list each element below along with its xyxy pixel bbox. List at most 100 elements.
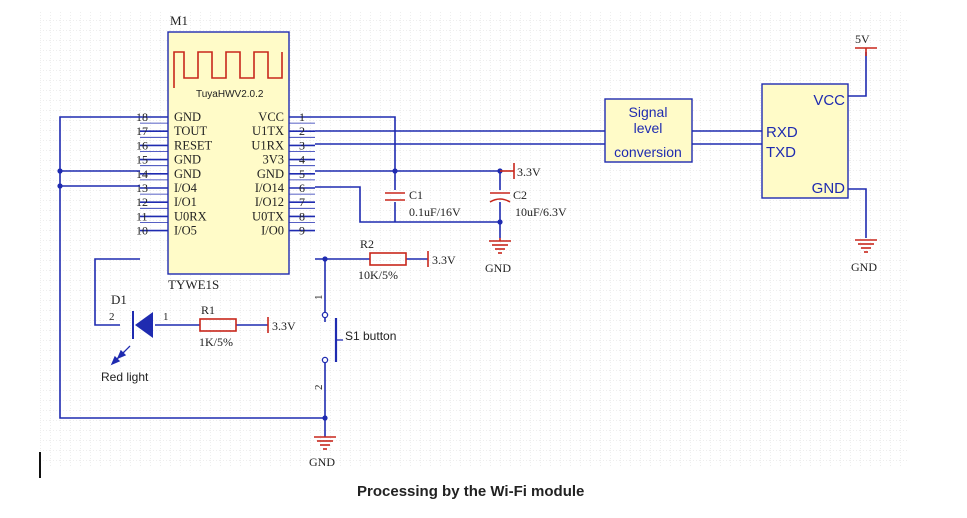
gnd-label: GND [309, 455, 335, 469]
wire-gnd-pin5 [315, 186, 500, 223]
module-designator: M1 [170, 13, 188, 28]
junction-dot [57, 183, 63, 189]
led-pin-a: 2 [109, 311, 115, 323]
module-pin-right: 9 I/O0 [261, 222, 315, 238]
pin-name: 3V3 [262, 153, 284, 167]
button-s1: 1 S1 button 2 [313, 295, 396, 391]
power-3v3-r1: 3.3V [267, 317, 296, 333]
gnd-button: GND [309, 436, 336, 469]
wire-io5 [94, 258, 140, 326]
c2-value: 10uF/6.3V [515, 205, 567, 219]
capacitor-c1: C1 0.1uF/16V [385, 188, 461, 219]
pin-number: 7 [299, 195, 305, 209]
module-body [167, 31, 290, 275]
power-3v3-cap: 3.3V [500, 163, 541, 179]
pin-number: 8 [299, 209, 305, 223]
pin-number: 9 [299, 224, 305, 238]
pin-name: U1RX [251, 138, 284, 152]
module-pin-right: 3 U1RX [251, 136, 315, 152]
button-contact-bottom [321, 356, 329, 364]
converter-line1: Signal [629, 104, 668, 120]
pin-number: 18 [136, 110, 148, 124]
pin-name: I/O1 [174, 195, 197, 209]
module-pin-left: 13 I/O4 [136, 179, 198, 195]
led-d1: D1 2 1 Red light [101, 292, 169, 384]
c1-designator: C1 [409, 188, 423, 202]
converter-body [604, 98, 693, 163]
led-triangle [135, 312, 153, 338]
button-pin2: 2 [313, 385, 325, 391]
pin-name: I/O0 [261, 224, 284, 238]
junction-dot [322, 256, 328, 262]
pin-number: 14 [136, 167, 148, 181]
power-label: 5V [855, 32, 870, 46]
junction-dot [57, 168, 63, 174]
gnd-label: GND [485, 261, 511, 275]
r2-designator: R2 [360, 237, 374, 251]
pin-name: I/O12 [255, 195, 284, 209]
pin-name: U0RX [174, 209, 207, 223]
signal-level-converter: Signal level conversion [604, 98, 693, 163]
gnd-cap: GND [485, 238, 511, 275]
led-designator: D1 [111, 292, 127, 307]
connector-rxd: RXD [766, 124, 798, 141]
pin-name: VCC [258, 110, 284, 124]
r2-body [369, 252, 407, 266]
module-pin-right: 4 3V3 [262, 151, 315, 167]
pin-number: 6 [299, 181, 305, 195]
connector-gnd: GND [812, 180, 846, 197]
r1-designator: R1 [201, 303, 215, 317]
converter-line3: conversion [614, 144, 682, 160]
module-pin-left: 16 RESET [136, 136, 213, 152]
button-pin1: 1 [313, 295, 325, 301]
wire-left-rail [59, 116, 325, 419]
pin-number: 4 [299, 153, 305, 167]
module-pin-right: 7 I/O12 [255, 193, 315, 209]
power-label: 3.3V [432, 253, 456, 267]
power-3v3-r2: 3.3V [427, 251, 456, 267]
module-right-pins: 1VCC2U1TX3U1RX43V35GND6I/O147I/O128U0TX9… [251, 110, 315, 238]
button-label: S1 button [345, 329, 396, 343]
r1-value: 1K/5% [199, 335, 233, 349]
led-pin-b: 1 [163, 311, 169, 323]
module-pin-right: 6I/O14 [255, 179, 315, 195]
antenna-icon [173, 51, 283, 88]
pin-number: 3 [299, 138, 305, 152]
pin-name: U1TX [252, 124, 284, 138]
converter-line2: level [634, 120, 663, 136]
capacitor-c2: C2 10uF/6.3V [489, 188, 567, 219]
module-m1: M1 TuyaHWV2.0.2 TYWE1S [167, 13, 290, 292]
pin-number: 2 [299, 124, 305, 138]
r2-value: 10K/5% [358, 268, 398, 282]
resistor-r2: R2 10K/5% [358, 237, 407, 282]
junctions [57, 168, 503, 421]
module-part-name: TYWE1S [168, 277, 219, 292]
pin-name: I/O5 [174, 224, 197, 238]
pin-name: GND [174, 167, 201, 181]
module-pin-right: 2 U1TX [252, 122, 315, 138]
module-pin-right: 8 U0TX [252, 207, 315, 223]
pin-number: 11 [136, 209, 148, 223]
pin-name: I/O4 [174, 181, 198, 195]
pin-name: U0TX [252, 209, 284, 223]
button-contact-top [321, 311, 329, 319]
wire-vcc [315, 116, 396, 190]
connector-body [761, 83, 849, 199]
r1-body [199, 318, 237, 332]
power-label: 3.3V [272, 319, 296, 333]
pin-name: RESET [174, 138, 213, 152]
pin-number: 16 [136, 138, 148, 152]
wire-5v [848, 52, 867, 97]
wire-right-gnd [848, 188, 867, 238]
led-label: Red light [101, 370, 149, 384]
pin-name: TOUT [174, 124, 207, 138]
pin-number: 13 [136, 181, 148, 195]
